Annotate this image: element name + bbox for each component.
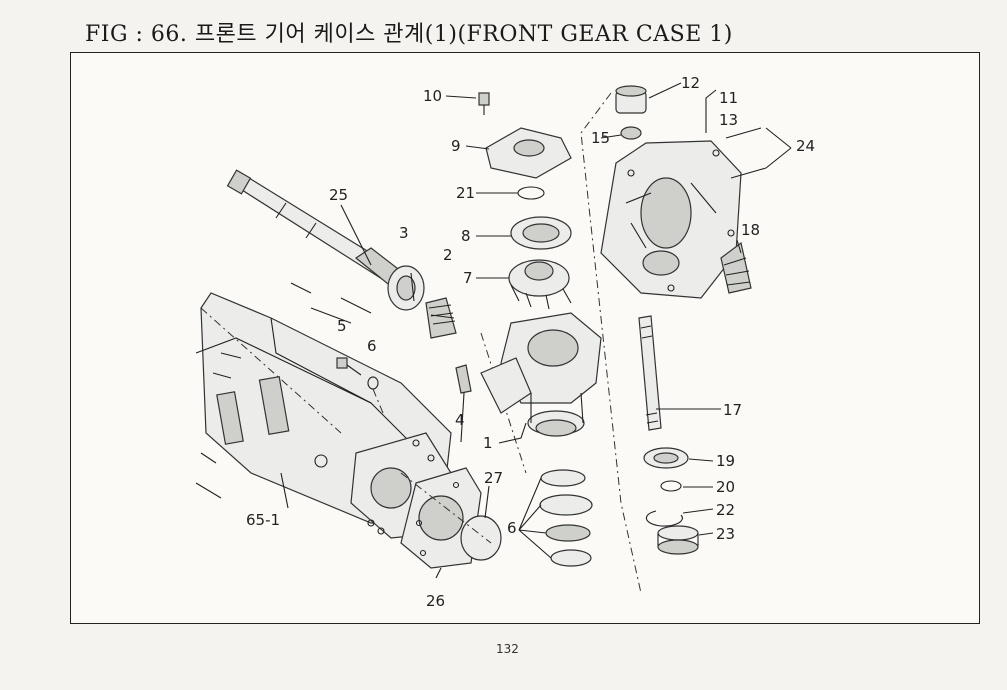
part-20-snap-ring [660, 480, 682, 492]
part-19-bearing [643, 447, 689, 469]
part-16-seals [539, 469, 593, 567]
guide-line [200, 307, 342, 434]
exploded-parts-diagram: 10 9 21 8 7 2 3 25 5 6 4 1 65-1 26 27 6 … [195, 74, 815, 610]
page-number: 132 [496, 642, 519, 656]
label-21: 21 [456, 184, 475, 202]
label-6: 6 [367, 337, 377, 355]
part-4-pin [455, 364, 472, 394]
label-2: 2 [443, 246, 453, 264]
label-23: 23 [716, 525, 735, 543]
part-21-snap-ring [517, 186, 545, 200]
part-6-washer [367, 376, 379, 390]
label-12: 12 [681, 74, 700, 92]
label-4: 4 [455, 411, 465, 429]
guide-line [372, 388, 384, 414]
part-17-shaft [638, 315, 662, 431]
part-15-seal [620, 126, 642, 140]
label-22: 22 [716, 501, 735, 519]
label-24: 24 [796, 137, 815, 155]
label-13: 13 [719, 111, 738, 129]
label-27: 27 [484, 469, 503, 487]
label-65-1: 65-1 [246, 511, 280, 529]
label-19: 19 [716, 452, 735, 470]
label-16: 6 [507, 519, 517, 537]
label-18: 18 [741, 221, 760, 239]
part-65-1-housing [195, 282, 452, 539]
label-25: 25 [329, 186, 348, 204]
label-26: 26 [426, 592, 445, 610]
part-2-bevel-gear [425, 297, 457, 339]
part-25-shaft [226, 169, 412, 292]
part-5-bolt [336, 357, 362, 376]
guide-line [400, 472, 492, 544]
label-3: 3 [399, 224, 409, 242]
label-15: 15 [591, 129, 610, 147]
label-9: 9 [451, 137, 461, 155]
part-23-collar [657, 525, 699, 555]
part-8-bearing [510, 216, 572, 250]
part-22-circlip [645, 510, 683, 527]
part-1-gear-case [480, 312, 602, 437]
diagram-frame: 10 9 21 8 7 2 3 25 5 6 4 1 65-1 26 27 6 … [70, 52, 980, 624]
part-3-bearing [387, 265, 425, 311]
part-9-cover [485, 127, 572, 179]
page-title: FIG : 66. 프론트 기어 케이스 관계(1)(FRONT GEAR CA… [85, 22, 733, 47]
part-27-shim [460, 515, 502, 561]
part-7-bevel-gear [508, 259, 572, 310]
part-12-cap [615, 85, 647, 114]
leader-lines [280, 82, 792, 579]
label-17: 17 [723, 401, 742, 419]
label-7: 7 [463, 269, 473, 287]
guide-line [580, 92, 642, 594]
part-18-bevel-gear [720, 241, 752, 294]
label-1: 1 [483, 434, 493, 452]
label-5: 5 [337, 317, 347, 335]
label-11: 11 [719, 89, 738, 107]
part-11-front-gear-case [600, 140, 742, 299]
label-8: 8 [461, 227, 471, 245]
part-24-studs [725, 127, 767, 179]
label-10: 10 [423, 87, 442, 105]
part-10-plug [478, 92, 490, 115]
label-20: 20 [716, 478, 735, 496]
